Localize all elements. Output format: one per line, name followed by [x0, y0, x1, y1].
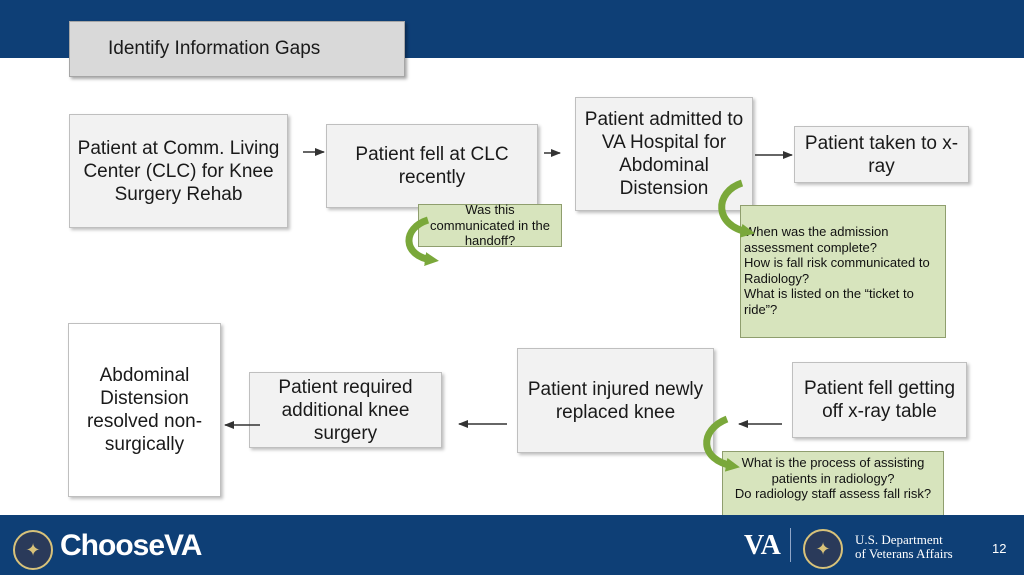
note-admission-line-3: What is listed on the “ticket to ride”?: [744, 286, 914, 317]
page-number: 12: [992, 541, 1007, 556]
department-line-1: U.S. Department: [855, 532, 943, 547]
note-admission-line-2: How is fall risk communicated to Radiolo…: [744, 255, 930, 286]
department-name: U.S. Department of Veterans Affairs: [855, 533, 953, 561]
note-radiology: What is the process of assisting patient…: [722, 451, 944, 519]
choose-text: Choose: [60, 529, 165, 562]
node-resolved: Abdominal Distension resolved non-surgic…: [68, 323, 221, 497]
node-clc: Patient at Comm. Living Center (CLC) for…: [69, 114, 288, 228]
node-surgery: Patient required additional knee surgery: [249, 372, 442, 448]
footer-band: [0, 515, 1024, 575]
slide-title: Identify Information Gaps: [69, 21, 405, 77]
va-seal-icon: ✦: [803, 529, 843, 569]
department-line-2: of Veterans Affairs: [855, 546, 953, 561]
va-seal-icon: ✦: [13, 530, 53, 570]
node-fell-clc: Patient fell at CLC recently: [326, 124, 538, 208]
note-admission-line-1: When was the admission assessment comple…: [744, 224, 889, 255]
note-handoff: Was this communicated in the handoff?: [418, 202, 562, 248]
node-injured: Patient injured newly replaced knee: [517, 348, 714, 453]
note-radiology-line-2: Do radiology staff assess fall risk?: [734, 486, 932, 501]
va-logo: VA: [744, 530, 781, 561]
choose-va-logo[interactable]: ChooseVA: [60, 529, 202, 563]
node-fell-xray: Patient fell getting off x-ray table: [792, 362, 967, 438]
choose-va-text: VA: [164, 529, 202, 562]
node-xray: Patient taken to x-ray: [794, 126, 969, 183]
footer-divider: [790, 528, 791, 562]
note-radiology-line-1: What is the process of assisting patient…: [741, 455, 925, 486]
node-admitted: Patient admitted to VA Hospital for Abdo…: [575, 97, 753, 211]
note-admission: When was the admission assessment comple…: [740, 205, 946, 338]
